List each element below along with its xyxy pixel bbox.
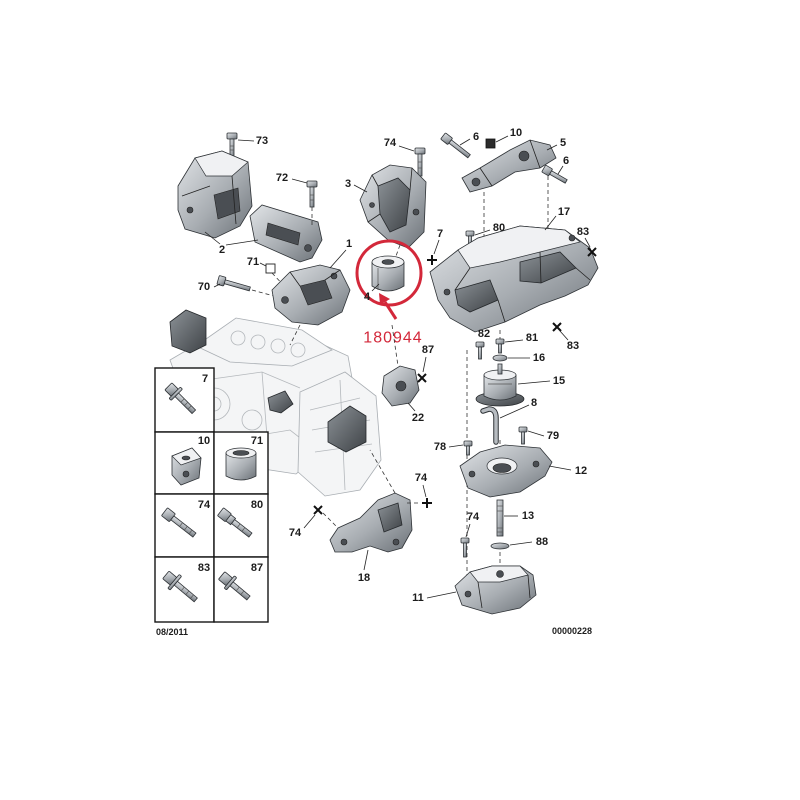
torque-arm-5: [461, 139, 557, 193]
callout-1: 1: [346, 238, 352, 250]
bolt-79: [518, 426, 528, 445]
engine-bracket-1: [271, 264, 351, 326]
diagram-date: 08/2011: [156, 627, 188, 637]
legend-bolt-83-icon: [162, 571, 198, 603]
callout-22: 22: [412, 412, 424, 424]
hydraulic-mount-upper: [177, 150, 253, 239]
callout-15: 15: [553, 375, 565, 387]
cross-marker-83-bottom: [552, 322, 562, 332]
callout-74-top: 74: [384, 137, 397, 149]
legend-label-83: 83: [198, 562, 210, 574]
washer-88: [490, 542, 510, 550]
callout-83-top: 83: [577, 226, 589, 238]
legend-label-71: 71: [251, 435, 263, 447]
callout-16: 16: [533, 352, 545, 364]
cross-marker-87: [417, 373, 427, 383]
callout-88: 88: [536, 536, 548, 548]
callout-17: 17: [558, 206, 570, 218]
callout-4: 4: [364, 291, 371, 303]
legend-bolt-80-icon: [217, 507, 253, 538]
bolt-6-left: [440, 132, 471, 159]
diagram-reference: 00000228: [552, 626, 592, 636]
bolt-81: [495, 338, 505, 354]
callout-18: 18: [358, 572, 370, 584]
bolt-70: [216, 275, 251, 292]
mount-15: [475, 363, 525, 407]
callout-73: 73: [256, 135, 268, 147]
legend-bolt-7-icon: [164, 382, 197, 415]
gearbox-bracket-3: [359, 164, 427, 249]
support-bracket-17: [429, 225, 599, 333]
callout-7: 7: [437, 228, 443, 240]
leader-lines: [204, 135, 591, 599]
callout-79: 79: [547, 430, 559, 442]
plate-22: [381, 365, 420, 407]
callout-6-left: 6: [473, 131, 479, 143]
callout-80: 80: [493, 222, 505, 234]
callout-2: 2: [219, 244, 225, 256]
callout-87: 87: [422, 344, 434, 356]
bolt-72: [306, 180, 318, 208]
bolt-78: [463, 440, 473, 456]
bracket-18: [329, 492, 413, 553]
callout-6-right: 6: [563, 155, 569, 167]
bolt-82: [475, 341, 485, 360]
legend-sleeve-71-icon: [225, 447, 257, 481]
callout-83-bottom: 83: [567, 340, 579, 352]
callout-labels: 73 72 71 70 1 2 74 3 6 10 5 6 80 17 7 83…: [198, 127, 589, 604]
callout-3: 3: [345, 178, 351, 190]
nut-10-marker: [485, 138, 496, 149]
legend-label-10: 10: [198, 435, 210, 447]
highlight-arrow: [379, 293, 398, 320]
highlight-circle: [355, 239, 423, 307]
engine-side-mount-dark: [169, 309, 207, 354]
callout-70: 70: [198, 281, 210, 293]
mount-bracket-arm: [249, 204, 323, 263]
legend-label-87: 87: [251, 562, 263, 574]
legend-bolt-74-icon: [161, 507, 197, 538]
stud-pin-8: [480, 406, 499, 445]
legend-bolt-87-icon: [218, 571, 251, 601]
callout-10: 10: [510, 127, 522, 139]
stud-13: [496, 499, 504, 537]
cross-marker-74-left: [313, 505, 323, 515]
lower-mount-11: [454, 565, 537, 615]
callout-72: 72: [276, 172, 288, 184]
legend-label-74: 74: [198, 499, 211, 511]
bolt-6-right: [541, 165, 568, 184]
callout-11: 11: [412, 592, 424, 604]
bolt-74-top: [414, 147, 426, 177]
washer-16: [492, 354, 508, 362]
bolt-74-right: [460, 537, 470, 558]
callout-13: 13: [522, 510, 534, 522]
cross-marker-83-top: [587, 247, 597, 257]
callout-74-mid: 74: [415, 472, 428, 484]
callout-12: 12: [575, 465, 587, 477]
gearbox-mount-dark: [327, 405, 367, 453]
callout-5: 5: [560, 137, 566, 149]
legend-label-80: 80: [251, 499, 263, 511]
legend-nut-10-icon: [171, 447, 202, 486]
bushing-4: [371, 255, 405, 292]
plus-marker-74-mid: [422, 498, 432, 508]
callout-81: 81: [526, 332, 538, 344]
fastener-legend-table: 7 10 71 74 80: [154, 367, 269, 623]
bracket-12: [459, 444, 553, 498]
plus-marker-7: [427, 255, 437, 265]
callout-78: 78: [434, 441, 446, 453]
sleeve-71-marker: [265, 263, 276, 274]
callout-74-left: 74: [289, 527, 302, 539]
timing-bracket-dark: [267, 390, 294, 414]
callout-71: 71: [247, 256, 259, 268]
legend-label-7: 7: [202, 373, 208, 385]
highlight-part-number: 180944: [363, 330, 422, 347]
callout-82: 82: [478, 328, 490, 340]
callout-74-right: 74: [467, 511, 480, 523]
callout-8: 8: [531, 397, 537, 409]
